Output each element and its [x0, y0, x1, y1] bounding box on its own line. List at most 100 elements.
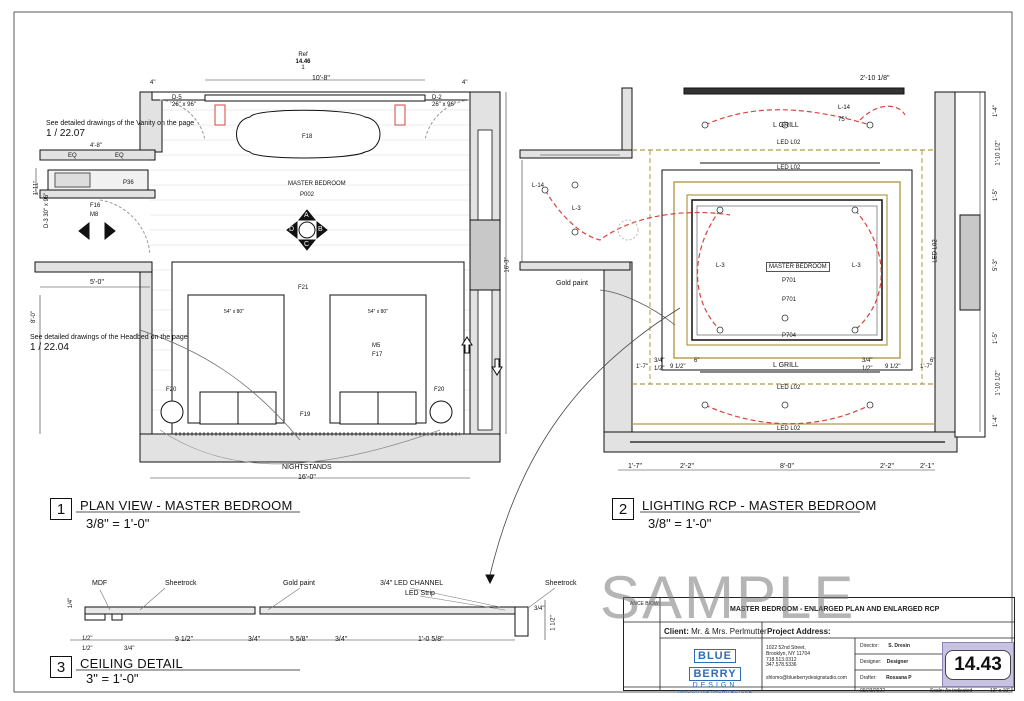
dim-8-0: 8'-0" [30, 311, 37, 323]
company-logo: BLUE BERRY DESIGN INNOVATIVE ARCHITECTUR… [668, 646, 762, 694]
drafter-label: Drafter: [860, 675, 877, 681]
small-dim-1: 3/4" [654, 358, 665, 364]
vanity-note: See detailed drawings of the Vanity on t… [46, 120, 194, 140]
address-block: 1022 52nd Street, Brooklyn, NY 11704 718… [766, 645, 810, 669]
vanity-ref[interactable]: 1 / 22.07 [46, 128, 85, 140]
tag-l3-left: L-3 [572, 206, 581, 212]
detail-dim-3: 3/4" [248, 636, 261, 643]
rcp-right-dim-4: 5'-3" [992, 259, 999, 271]
sheet-number-badge: 14.43 [942, 642, 1014, 687]
door-d5-size: 26" x 96" [172, 101, 196, 108]
detail-dim-4: 5 5/8" [290, 636, 309, 643]
rcp-bottom-dim-4: 2'-2" [880, 463, 894, 470]
small-dim-9: 6" [930, 358, 936, 364]
logo-berry: BERRY [689, 667, 741, 682]
small-dim-7: 1/2" [862, 366, 873, 372]
ref-sub: 1 [301, 65, 305, 72]
view-name-1: PLAN VIEW - MASTER BEDROOM [80, 498, 293, 513]
ref-bubble[interactable]: Ref 14.46 1 [294, 52, 312, 72]
dim-1-11: 1'-11" [33, 180, 40, 196]
detail-dim-10: 1/2" [82, 646, 93, 652]
small-dim-6: 3/4" [862, 358, 873, 364]
small-dim-2: 1/2" [654, 366, 665, 372]
tag-p704: P704 [782, 333, 797, 339]
designer-label: Designer: [860, 659, 882, 665]
ref-label: Ref [298, 52, 308, 58]
led-bottom-1: LED L02 [777, 385, 801, 391]
director-row: Director: S. Dresin [860, 643, 910, 650]
detail-dim-8: 1 1/2" [550, 615, 557, 631]
detail-sheetrock-left: Sheetrock [165, 580, 197, 587]
small-dim-4: 6" [694, 358, 700, 364]
gold-paint-label: Gold paint [556, 280, 588, 287]
address-line-1: 1022 52nd Street, [766, 645, 806, 651]
tag-l3-right: L-3 [852, 263, 861, 269]
view-number-3: 3 [50, 656, 72, 678]
detail-dim-1: 1/2" [82, 636, 93, 642]
rcp-right-dim-5: 1'-5" [992, 332, 999, 344]
rcp-right-dim-6: 1'-10 1/2" [995, 370, 1002, 396]
tag-p701: P701 [782, 297, 797, 303]
bed-size-right: 54" x 80" [368, 309, 388, 315]
phone-2: 347.578.5336 [766, 662, 797, 669]
compass-d: D [289, 226, 295, 233]
small-dim-3: 9 1/2" [670, 364, 686, 370]
rcp-right-dim-3: 1'-5" [992, 189, 999, 201]
scale-label: Scale: [930, 688, 944, 694]
view-title-2: 2 LIGHTING RCP - MASTER BEDROOM 3/8" = 1… [612, 498, 877, 531]
small-dim-10: 1'-7" [920, 364, 932, 370]
detail-dim-5: 3/4" [335, 636, 348, 643]
tag-f19: F19 [300, 412, 311, 418]
tag-f20-right: F20 [434, 387, 445, 393]
rcp-bottom-dim-2: 2'-2" [680, 463, 694, 470]
dim-16-3: 16'-3" [504, 257, 511, 273]
view-title-1: 1 PLAN VIEW - MASTER BEDROOM 3/8" = 1'-0… [50, 498, 293, 531]
bed-size-left: 54" x 80" [224, 309, 244, 315]
tag-l3-mid: L-3 [716, 263, 725, 269]
designer-row: Designer: Designer [860, 659, 908, 666]
overall-width-dim: 16'-0" [298, 474, 316, 481]
sheet-number: 14.43 [945, 649, 1011, 680]
door-d3: D-3 30" x 96" [44, 193, 50, 228]
rcp-top-dim: 2'-10 1/8" [860, 75, 890, 82]
logo-design: DESIGN [692, 682, 738, 689]
tb-note-fragment: ANCE BIOW [630, 601, 659, 607]
dim-4-right: 4" [462, 80, 468, 86]
led-top-1: LED L02 [777, 140, 801, 146]
led-bottom-2: LED L02 [777, 426, 801, 432]
headbed-ref[interactable]: 1 / 22.04 [30, 342, 69, 354]
director-label: Director: [860, 643, 879, 649]
rcp-walls [485, 87, 986, 585]
tag-l14-left: L-14 [532, 183, 545, 189]
top-width-dim: 10'-8" [312, 75, 330, 82]
tag-l14-top: L-14 [838, 105, 851, 111]
small-dim-5: 1'-7" [636, 364, 648, 370]
dim-4-left: 4" [150, 80, 156, 86]
tag-m5: M5 [372, 343, 381, 349]
headbed-note: See detailed drawings of the Headbed on … [30, 334, 188, 354]
dim-eq-1: EQ [68, 153, 77, 159]
view-name-3: CEILING DETAIL [80, 656, 183, 671]
director-value: S. Dresin [888, 643, 910, 649]
detail-mdf: MDF [92, 580, 108, 587]
led-right: LED L02 [932, 239, 939, 263]
view-scale-2: 3/8" = 1'-0" [648, 516, 712, 531]
detail-dim-2: 9 1/2" [175, 636, 194, 643]
view-name-2: LIGHTING RCP - MASTER BEDROOM [642, 498, 877, 513]
rcp-right-dim-7: 1'-4" [992, 415, 999, 427]
compass-a: A [304, 212, 309, 219]
title-block [623, 597, 1015, 691]
drafter-value: Rossana P [886, 675, 912, 681]
date-value: 09/23/2022 [860, 688, 886, 694]
dim-4-8: 4'-8" [90, 143, 102, 149]
ref-number: 14.46 [295, 58, 311, 65]
tag-p36: P36 [123, 180, 134, 186]
phone-1: 718.513.0312 [766, 656, 797, 663]
view-number-2: 2 [612, 498, 634, 520]
view-title-3: 3 CEILING DETAIL 3" = 1'-0" [50, 656, 183, 686]
sheet-title: MASTER BEDROOM - ENLARGED PLAN AND ENLAR… [730, 606, 940, 613]
nightstands-label: NIGHTSTANDS [282, 464, 332, 471]
email-link[interactable]: shlomo@blueberrydesignstudio.com [766, 675, 847, 681]
door-d3-size: 30" x 96" [44, 192, 50, 217]
